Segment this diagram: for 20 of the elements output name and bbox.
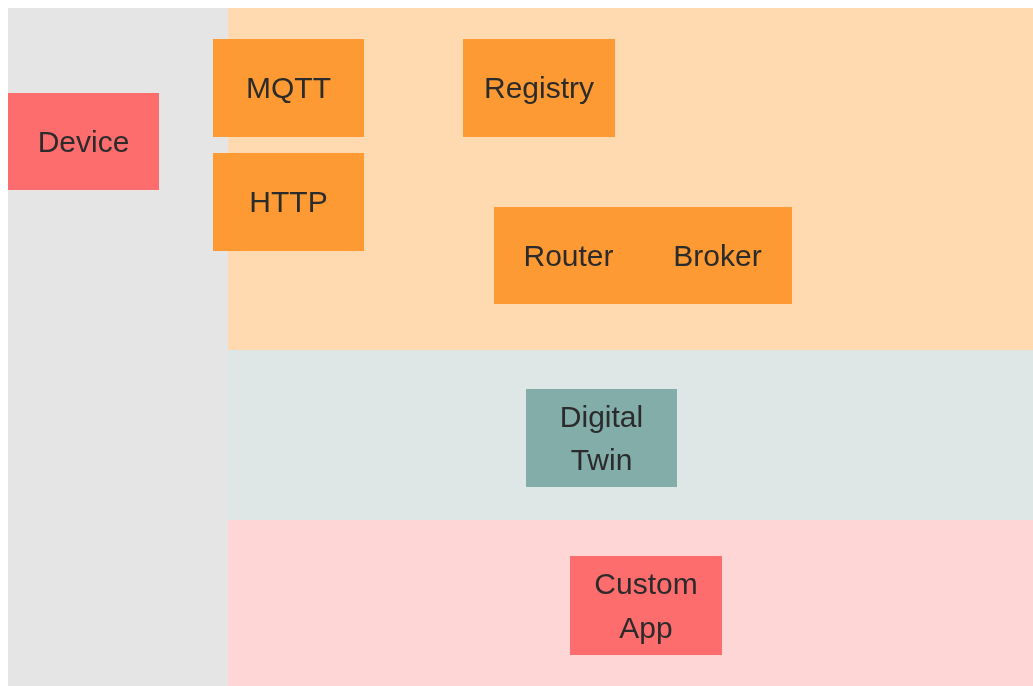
- swimlane-band: [228, 520, 1033, 686]
- process-box: [643, 207, 792, 304]
- node-label: HTTP: [249, 184, 328, 221]
- node-label: Broker: [673, 237, 762, 274]
- process-box: [570, 556, 722, 655]
- process-box: [526, 389, 677, 487]
- node-label: Registry: [484, 70, 594, 107]
- process-box: [463, 39, 615, 137]
- process-box: [8, 93, 159, 190]
- node-label: Device: [37, 123, 130, 160]
- node-label: MQTT: [246, 70, 331, 107]
- swimlane-band: [8, 8, 228, 686]
- process-box: [213, 39, 364, 137]
- node-label: Custom App: [593, 566, 699, 646]
- swimlane-band: [228, 8, 1033, 350]
- process-box: [494, 207, 643, 304]
- node-label: Router: [523, 237, 614, 274]
- node-label: Digital Twin: [558, 398, 645, 478]
- swimlane-band: [228, 350, 1033, 520]
- process-box: [213, 153, 364, 251]
